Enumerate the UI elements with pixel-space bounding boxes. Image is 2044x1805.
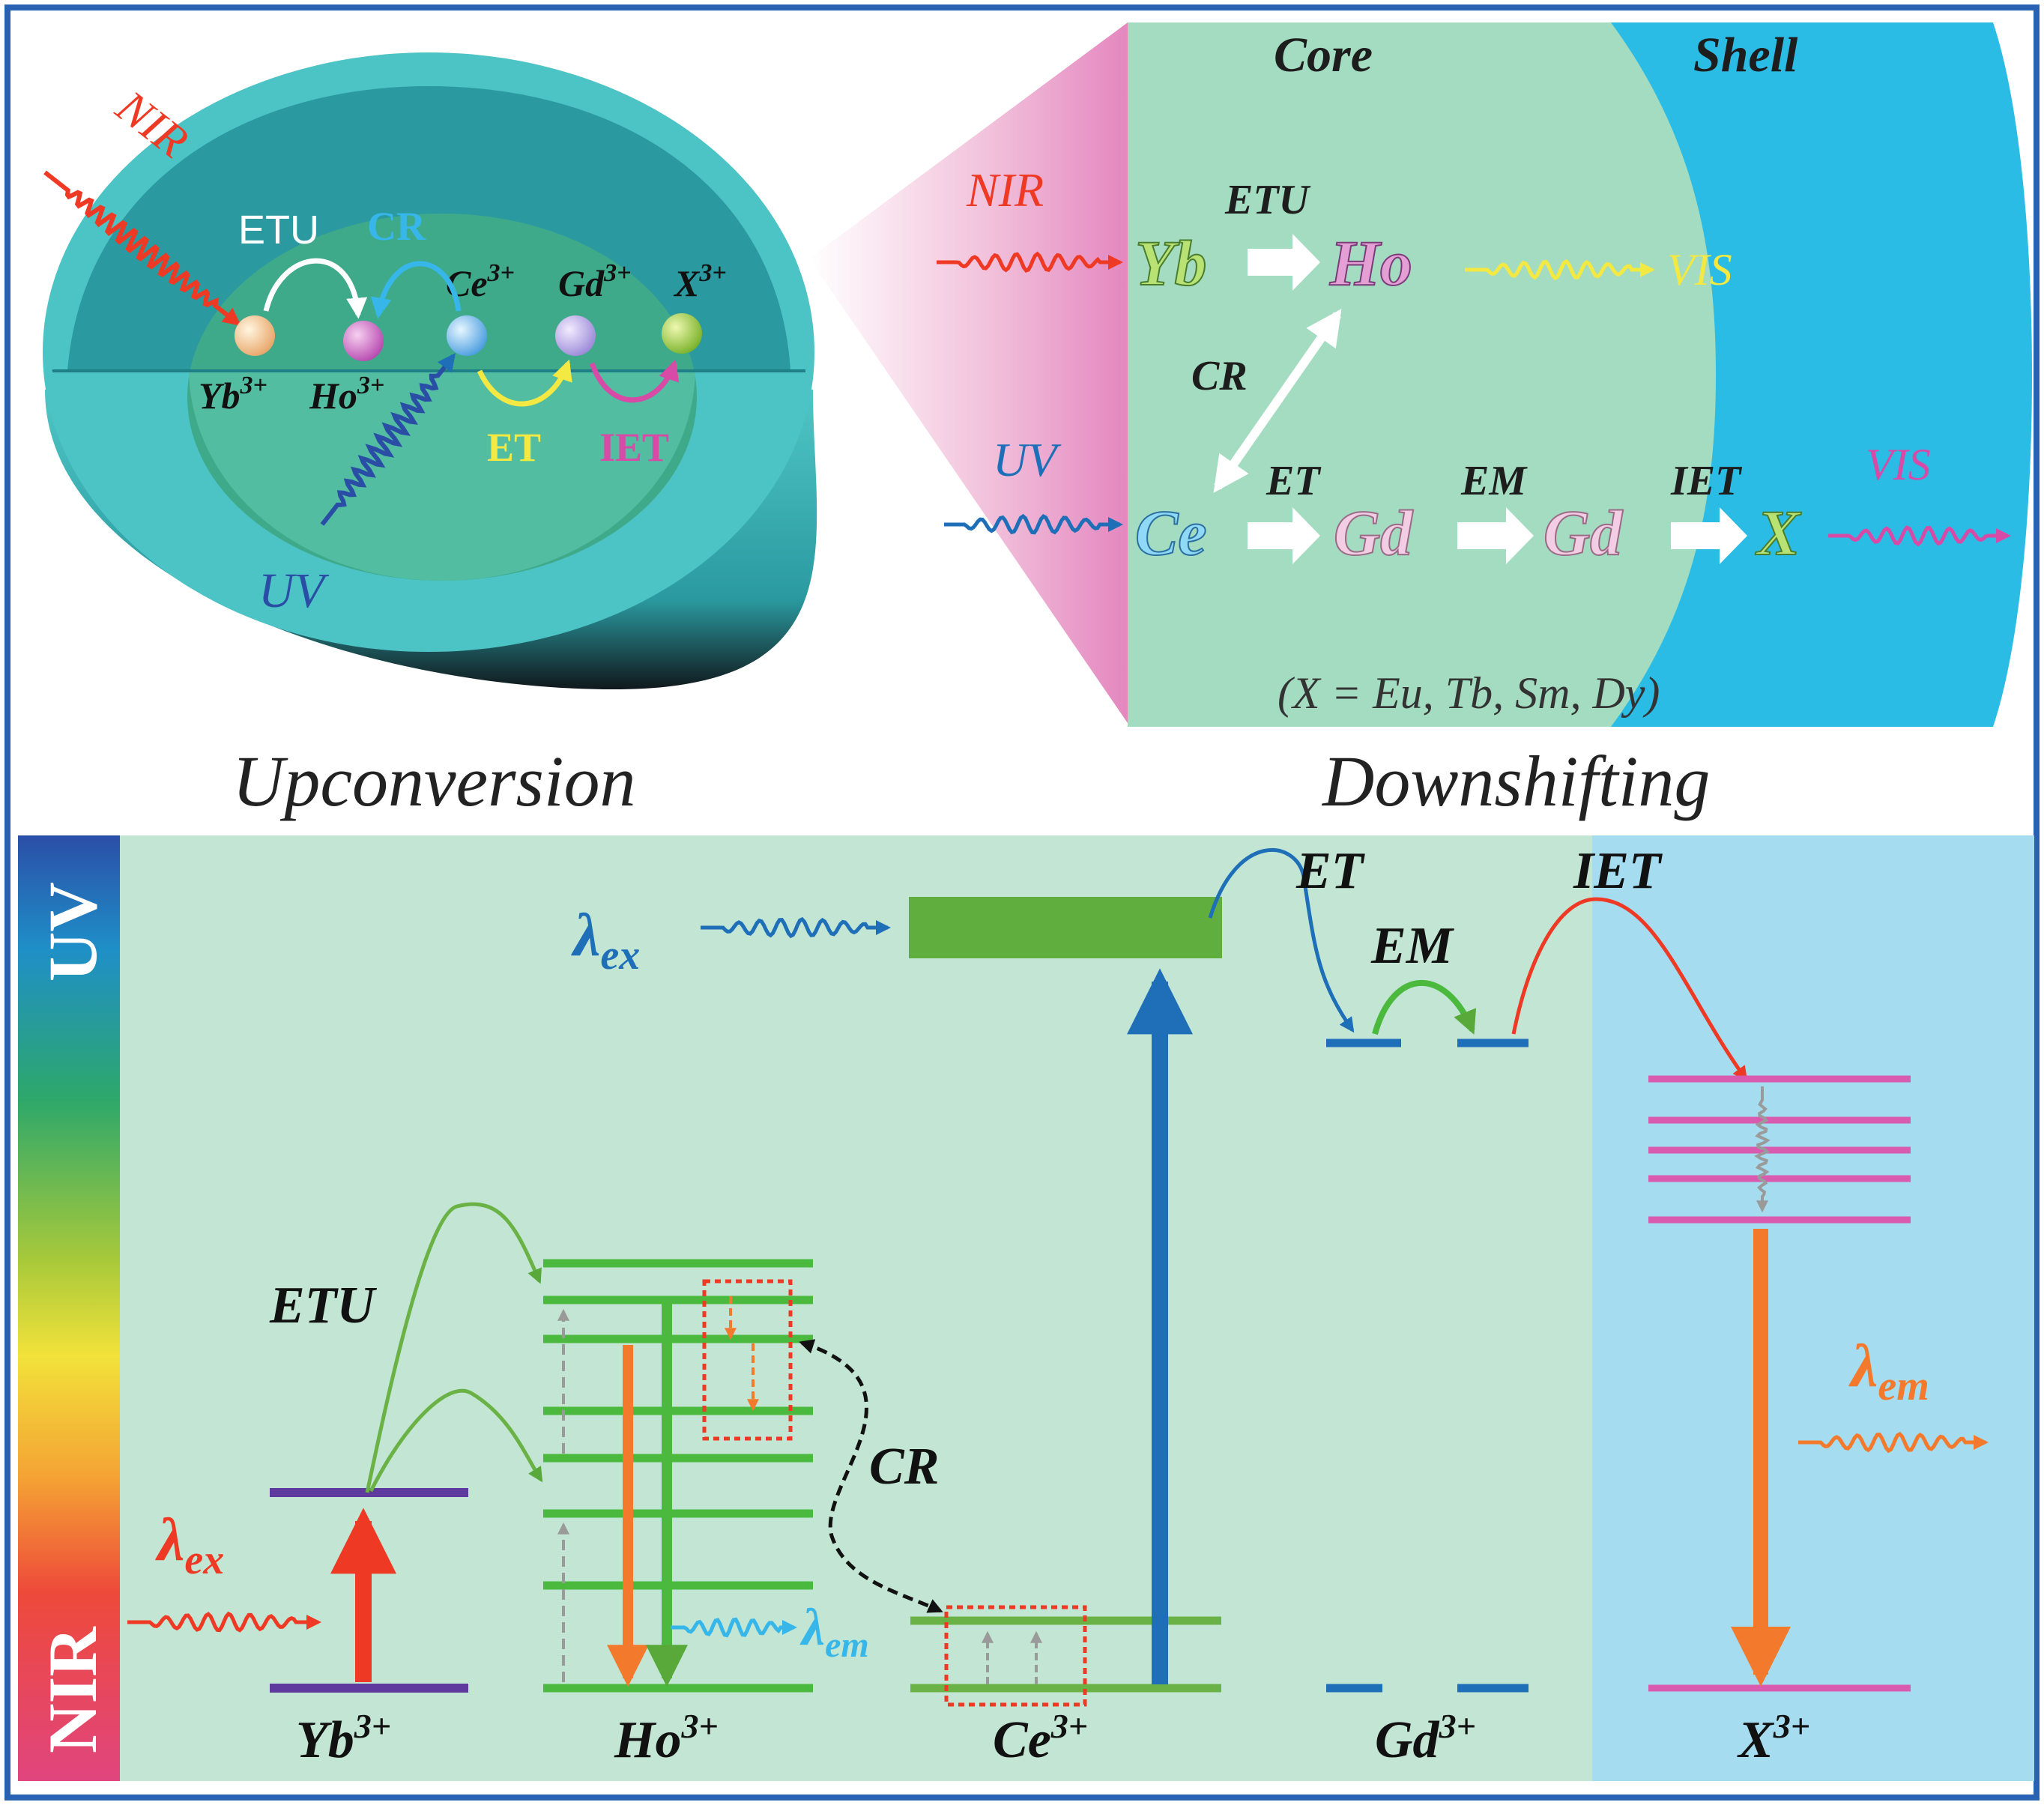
vis-label-2: VIS <box>1866 440 1931 489</box>
uv-excitation-wave <box>701 916 891 939</box>
lambda-ex-uv: λex <box>571 901 640 979</box>
shell-region <box>1611 22 2032 727</box>
lambda-ex-nir: λex <box>155 1505 224 1583</box>
em-arrow <box>1372 979 1477 1035</box>
etu-arrow-upper <box>365 1202 542 1493</box>
energy-bg-blue <box>1592 835 2034 1781</box>
dopant-note: (X = Eu, Tb, Sm, Dy) <box>1278 668 1660 718</box>
et-label: ET <box>1295 842 1366 900</box>
node-x: X <box>1755 497 1802 569</box>
nir-wave-arrow <box>43 170 241 326</box>
lambda-em-x: λem <box>1848 1331 1929 1409</box>
gd-ion-label: Gd3+ <box>558 259 631 304</box>
etu-arrow-lower <box>369 1388 543 1493</box>
et-arrow <box>1208 847 1355 1033</box>
downshifting-caption: Downshifting <box>1321 741 1710 821</box>
upconversion-caption: Upconversion <box>232 741 636 821</box>
cr-dashed-arrow <box>799 1339 943 1613</box>
iet-block-arrow <box>1671 507 1747 564</box>
node-gd-2: Gd <box>1543 497 1624 569</box>
core-label: Core <box>1274 28 1373 82</box>
etu-label: ETU <box>269 1277 377 1334</box>
x-levels <box>1648 1075 1911 1692</box>
vis-label-1: VIS <box>1667 245 1732 294</box>
ho-levels <box>543 1259 813 1693</box>
em-label: EM <box>1460 458 1528 504</box>
iet-arrow <box>589 359 680 403</box>
cr-label: CR <box>869 1438 939 1496</box>
gd-ion-sphere <box>555 315 596 356</box>
energy-level-panel: UV NIR λex ETU λem <box>18 835 2034 1781</box>
ce-ion-label: Ce3+ <box>446 259 515 304</box>
x-relaxation-squiggle <box>1754 1086 1771 1213</box>
iet-arrow <box>1511 897 1748 1082</box>
core-cut-lower <box>189 371 695 581</box>
ho-cr-box <box>702 1279 793 1441</box>
energy-label-x: X3+ <box>1737 1707 1810 1769</box>
yb-ion-label: Yb3+ <box>199 372 267 417</box>
spectrum-bar <box>18 835 120 1781</box>
energy-label-gd: Gd3+ <box>1375 1707 1476 1769</box>
ce-ion-sphere <box>447 315 487 356</box>
etu-label: ETU <box>1224 177 1311 223</box>
cr-label: CR <box>367 204 426 249</box>
ho-ion-label: Ho3+ <box>309 372 384 417</box>
em-label: EM <box>1370 917 1455 975</box>
etu-arrow <box>263 258 368 319</box>
nir-input-label: NIR <box>966 163 1044 217</box>
cr-label: CR <box>1191 353 1248 399</box>
upconversion-panel: NIR UV Yb3+ Ho3+ Ce3+ Gd3+ X3+ ETU CR ET… <box>43 52 817 821</box>
x-emission-wave <box>1798 1431 1989 1454</box>
et-label: ET <box>487 425 541 470</box>
node-gd-1: Gd <box>1334 497 1414 569</box>
energy-label-ho: Ho3+ <box>614 1707 719 1769</box>
em-block-arrow <box>1457 507 1534 564</box>
energy-label-yb: Yb3+ <box>296 1707 391 1769</box>
downshifting-panel: Core Shell NIR UV Yb Ho Ce Gd Gd X ETU E… <box>809 22 2032 821</box>
x-ion-label: X3+ <box>673 259 727 304</box>
cr-arrow <box>370 261 462 319</box>
ho-ion-sphere <box>343 321 384 361</box>
node-yb: Yb <box>1135 227 1207 299</box>
ce-excited-band <box>909 897 1222 958</box>
ce-cr-box <box>944 1605 1087 1707</box>
ho-em-wave <box>671 1617 797 1638</box>
yb-ion-sphere <box>235 315 275 356</box>
nir-excitation-wave <box>127 1611 321 1633</box>
iet-label: IET <box>1670 458 1743 504</box>
uv-label: UV <box>258 563 330 618</box>
et-block-arrow <box>1248 507 1320 564</box>
et-arrow <box>477 359 572 407</box>
uv-wave-arrow <box>320 353 456 526</box>
x-ion-sphere <box>662 313 702 354</box>
node-ce: Ce <box>1135 497 1207 569</box>
iet-label: IET <box>1573 842 1663 900</box>
spectrum-uv-label: UV <box>34 882 111 982</box>
etu-block-arrow <box>1248 234 1320 291</box>
vis-wave-2 <box>1828 525 2011 547</box>
shell-label: Shell <box>1693 28 1798 82</box>
spectrum-nir-label: NIR <box>34 1626 111 1753</box>
nir-input-wave <box>937 251 1123 273</box>
magnification-fan <box>809 22 1128 723</box>
cr-double-arrow <box>1213 309 1342 493</box>
uv-input-label: UV <box>993 433 1062 486</box>
et-label: ET <box>1266 458 1322 504</box>
vis-wave-1 <box>1465 258 1655 281</box>
iet-label: IET <box>599 425 669 470</box>
uv-input-wave <box>944 513 1123 535</box>
energy-label-ce: Ce3+ <box>993 1707 1088 1769</box>
node-ho: Ho <box>1329 227 1412 299</box>
core-region <box>1128 22 1716 727</box>
etu-label: ETU <box>238 208 319 253</box>
